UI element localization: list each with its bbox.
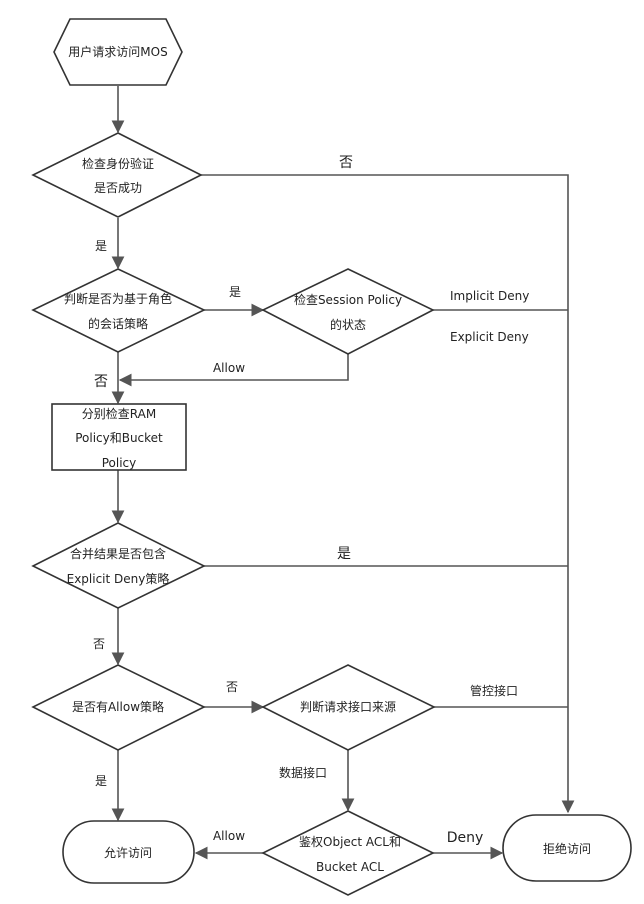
acl-label-line2: Bucket ACL [316,860,384,874]
label-auth-no: 否 [339,155,353,171]
diamond-shape [261,268,435,355]
label-data-interface: 数据接口 [279,765,327,780]
diamond-shape [31,268,206,353]
diamond-shape [31,522,206,609]
label-acl-allow: Allow [213,829,245,843]
label-role-no: 否 [94,374,108,390]
label-mgmt-interface: 管控接口 [470,683,518,698]
label-allow-no: 否 [226,680,238,694]
edge-auth-no-to-reject [200,174,575,814]
diamond-shape [31,664,206,751]
diamond-shape [261,664,436,751]
role-session-label-line1: 判断是否为基于角色 [64,291,172,306]
acl-label-line1: 鉴权Object ACL和 [299,835,401,849]
check-policies-label-line3: Policy [102,456,137,470]
node-has-allow: 是否有Allow策略 [31,664,206,751]
node-check-auth: 检查身份验证 是否成功 [31,132,203,218]
label-merge-yes: 是 [337,546,351,562]
edge-session-allow [118,354,349,387]
check-policies-label-line2: Policy和Bucket [75,431,163,445]
role-session-label-line2: 的会话策略 [88,316,148,331]
node-allow-access: 允许访问 [62,820,195,884]
interface-source-label: 判断请求接口来源 [300,699,396,714]
connectors [111,86,575,860]
node-acl: 鉴权Object ACL和 Bucket ACL [261,810,435,896]
diamond-shape [261,810,435,896]
edge-labels: 否 是 是 Implicit Deny Explicit Deny Allow … [93,155,529,846]
label-role-yes: 是 [229,285,241,299]
check-auth-label-line1: 检查身份验证 [82,156,154,171]
has-allow-label: 是否有Allow策略 [72,699,164,714]
label-implicit-deny: Implicit Deny [450,289,529,303]
session-policy-label-line2: 的状态 [330,317,366,332]
label-merge-no: 否 [93,637,105,651]
diamond-shape [31,132,203,218]
terminal-shape [62,820,195,884]
node-role-session: 判断是否为基于角色 的会话策略 [31,268,206,353]
start-label: 用户请求访问MOS [68,44,167,59]
hexagon-shape [53,18,183,86]
node-deny-access: 拒绝访问 [502,814,632,882]
merge-deny-label-line2: Explicit Deny策略 [67,571,170,586]
deny-access-label: 拒绝访问 [543,841,591,856]
label-allow-yes: 是 [95,774,107,788]
node-start: 用户请求访问MOS [53,18,183,86]
node-merge-deny: 合并结果是否包含 Explicit Deny策略 [31,522,206,609]
node-session-policy: 检查Session Policy 的状态 [261,268,435,355]
label-session-allow: Allow [213,361,245,375]
label-explicit-deny: Explicit Deny [450,330,529,344]
terminal-shape [502,814,632,882]
check-auth-label-line2: 是否成功 [94,181,142,195]
node-check-policies: 分别检查RAM Policy和Bucket Policy [51,403,187,471]
label-auth-yes: 是 [95,239,107,253]
check-policies-label-line1: 分别检查RAM [82,406,156,421]
allow-access-label: 允许访问 [104,845,152,860]
merge-deny-label-line1: 合并结果是否包含 [70,546,166,561]
node-interface-source: 判断请求接口来源 [261,664,436,751]
session-policy-label-line1: 检查Session Policy [294,292,402,307]
label-acl-deny: Deny [447,830,484,846]
process-box [51,403,187,471]
